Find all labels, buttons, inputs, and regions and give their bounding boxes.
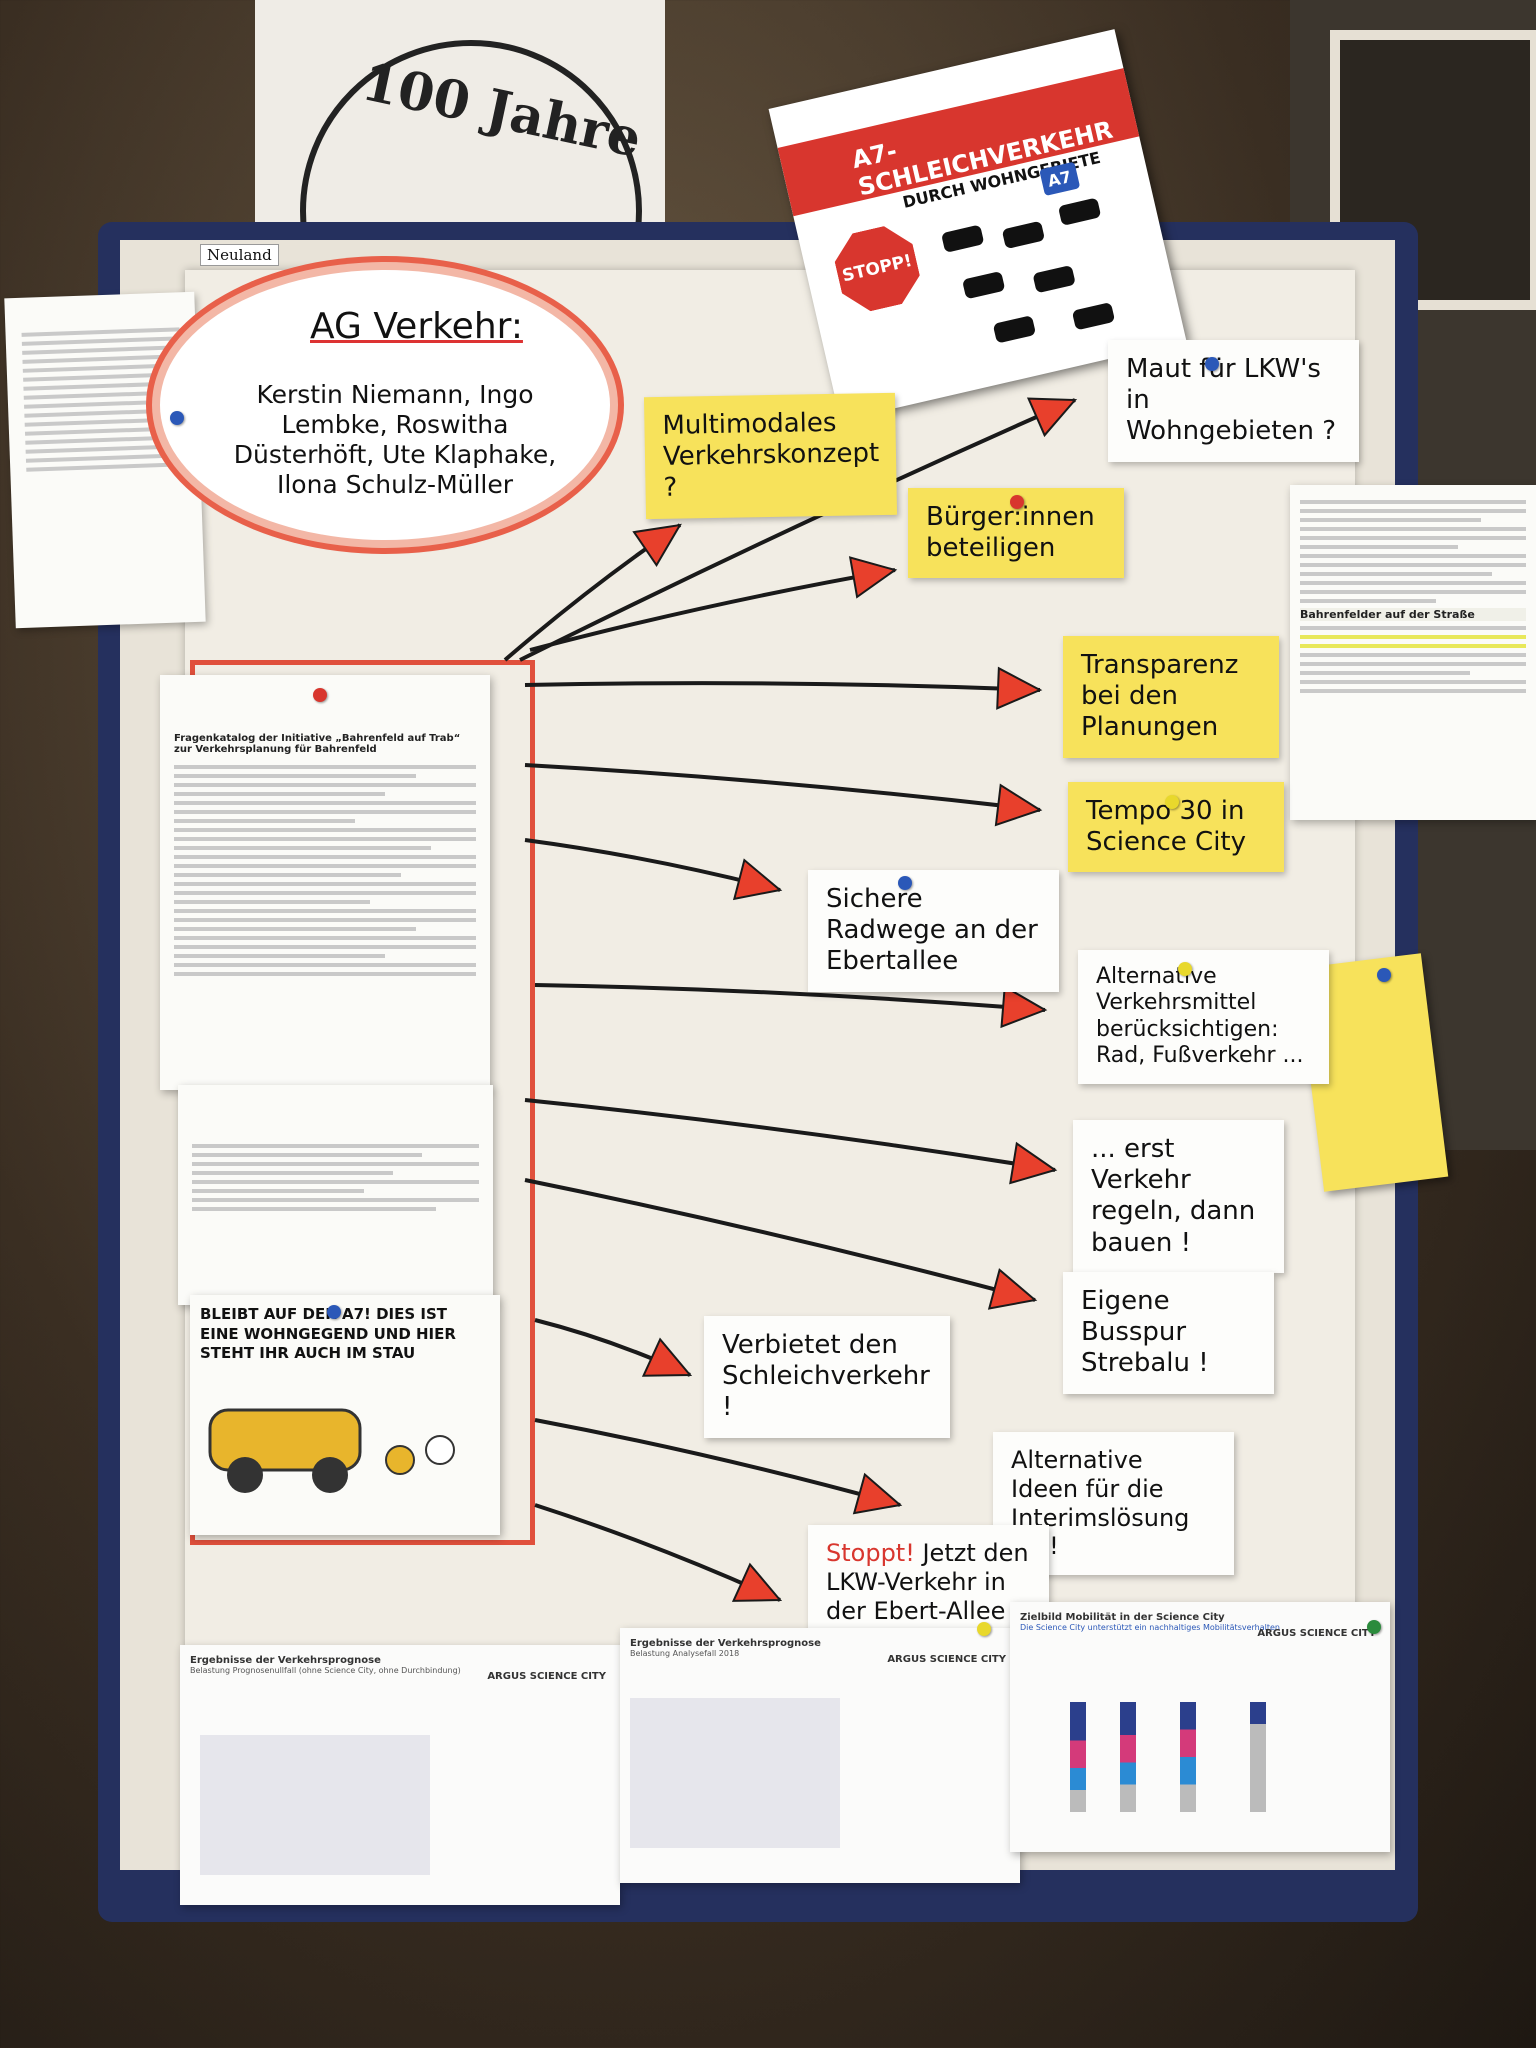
note-speed-limit: Tempo 30 in Science City xyxy=(1068,782,1284,873)
note-transparency: Transparenz bei den Planungen xyxy=(1063,636,1279,758)
board-brand-label: Neuland xyxy=(200,244,279,266)
slide-title: Ergebnisse der Verkehrsprognose xyxy=(190,1655,381,1666)
slide-title: Zielbild Mobilität in der Science City xyxy=(1020,1612,1225,1623)
arrow-head xyxy=(996,666,1043,710)
arrow-head xyxy=(852,1472,903,1515)
note-alternative-transport: Alternative Verkehrsmittel berücksichtig… xyxy=(1078,950,1329,1084)
newspaper-article: Bahrenfelder auf der Straße xyxy=(1290,485,1536,820)
slide-subtitle: Die Science City unterstützt ein nachhal… xyxy=(1020,1623,1280,1632)
note-ban-cut-through: Verbietet den Schleichverkehr ! xyxy=(704,1316,950,1438)
arrow-head xyxy=(848,556,898,599)
modal-split-bar xyxy=(1180,1702,1196,1812)
arrow-head xyxy=(1000,985,1048,1029)
pin xyxy=(898,876,912,890)
arrow-line xyxy=(524,1178,1036,1302)
note-multimodal: Multimodales Verkehrskonzept ? xyxy=(643,392,898,519)
arrow-head xyxy=(632,523,682,568)
arrow-head xyxy=(1026,397,1078,438)
pin xyxy=(1205,357,1219,371)
note-interim-ideas: Alternative Ideen für die Interimslösung… xyxy=(993,1432,1234,1576)
question-catalog-page-2 xyxy=(178,1085,493,1305)
arrow-head xyxy=(641,1337,693,1377)
arrow-head xyxy=(1009,1141,1058,1185)
comic-text: BLEIBT AUF DER A7! DIES IST EINE WOHNGEG… xyxy=(200,1305,456,1362)
slide-logo: ARGUS SCIENCE CITY xyxy=(487,1671,606,1682)
pin xyxy=(1377,968,1391,982)
car-illustration-icon xyxy=(208,1408,455,1493)
note-toll: Maut für LKW's in Wohngebieten ? xyxy=(1108,340,1359,462)
note-bus-lane: Eigene Busspur Strebalu ! xyxy=(1063,1272,1274,1394)
slide-logo: ARGUS SCIENCE CITY xyxy=(1257,1628,1376,1639)
a7-poster: A7-SCHLEICHVERKEHR DURCH WOHNGEBIETE STO… xyxy=(768,29,1187,421)
slide-analysis-2018: Ergebnisse der Verkehrsprognose Belastun… xyxy=(620,1628,1020,1883)
slide-title: Ergebnisse der Verkehrsprognose xyxy=(630,1638,821,1649)
arrow-head xyxy=(987,1268,1038,1310)
arrow-head xyxy=(731,1562,783,1602)
slide-mobility-target: Zielbild Mobilität in der Science City D… xyxy=(1010,1602,1390,1852)
slide-subtitle: Belastung Analysefall 2018 xyxy=(630,1649,740,1658)
question-catalog-title: Fragenkatalog der Initiative „Bahrenfeld… xyxy=(174,733,461,755)
arrow-line xyxy=(534,1418,901,1507)
group-members: Kerstin Niemann, Ingo Lembke, Roswitha D… xyxy=(233,380,557,499)
arrow-line xyxy=(524,763,1041,812)
group-title: AG Verkehr: xyxy=(310,306,523,347)
arrow-line xyxy=(524,681,1041,692)
pin xyxy=(170,411,184,425)
group-title-cloud xyxy=(160,270,610,540)
pin xyxy=(313,688,327,702)
note-bike-lanes: Sichere Radwege an der Ebertallee xyxy=(808,870,1059,992)
modal-split-bar xyxy=(1070,1702,1086,1812)
modal-split-bar xyxy=(1250,1702,1266,1812)
pin xyxy=(1010,495,1024,509)
pin xyxy=(1165,795,1179,809)
traffic-map xyxy=(200,1735,430,1875)
arrow-line xyxy=(534,983,1046,1012)
car-traffic-icon xyxy=(942,198,1115,343)
slide-prognosis-null: Ergebnisse der Verkehrsprognose Belastun… xyxy=(180,1645,620,1905)
modal-split-bar xyxy=(1120,1702,1136,1812)
question-catalog-page-1: Fragenkatalog der Initiative „Bahrenfeld… xyxy=(160,675,490,1090)
pin xyxy=(327,1305,341,1319)
arrow-head xyxy=(732,858,783,901)
slide-logo: ARGUS SCIENCE CITY xyxy=(887,1654,1006,1665)
arrow-line xyxy=(524,1098,1056,1172)
pin xyxy=(1178,962,1192,976)
article-heading: Bahrenfelder auf der Straße xyxy=(1300,608,1526,621)
comic-flyer: BLEIBT AUF DER A7! DIES IST EINE WOHNGEG… xyxy=(190,1295,500,1535)
note-first-traffic: ... erst Verkehr regeln, dann bauen ! xyxy=(1073,1120,1284,1273)
arrow-line xyxy=(519,398,1076,662)
arrow-line xyxy=(529,568,896,652)
traffic-map xyxy=(630,1698,840,1848)
note-stop-prefix: Stoppt! xyxy=(826,1539,915,1567)
pin xyxy=(1367,1620,1381,1634)
note-stop-text: Jetzt den LKW-Verkehr in der Ebert-Allee xyxy=(826,1539,1029,1625)
note-stop-trucks: Stoppt! Jetzt den LKW-Verkehr in der Ebe… xyxy=(808,1525,1049,1640)
slide-subtitle: Belastung Prognosenullfall (ohne Science… xyxy=(190,1666,461,1675)
arrow-head xyxy=(994,783,1043,827)
pin xyxy=(977,1622,991,1636)
